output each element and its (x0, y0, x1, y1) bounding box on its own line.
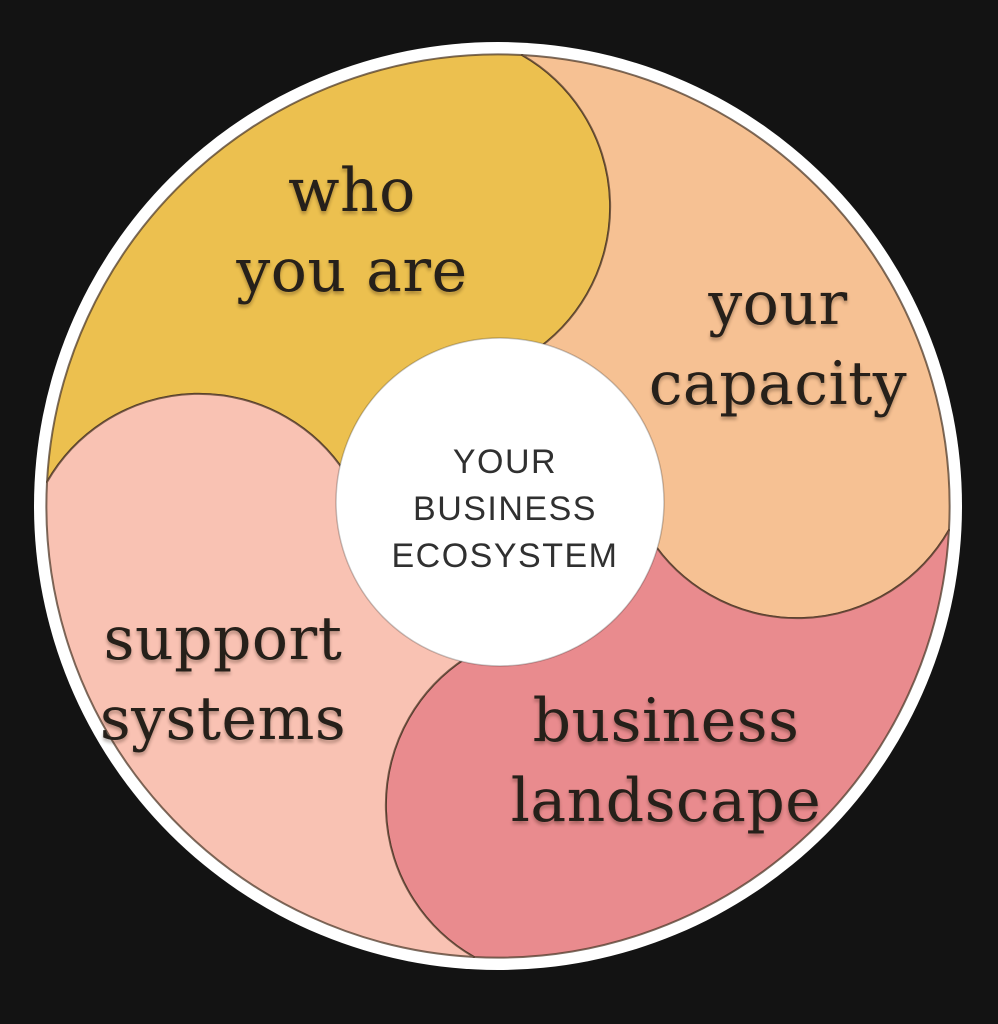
label-line: systems (99, 684, 347, 754)
label-line: your (708, 269, 848, 339)
segment-shape-support-systems (45, 392, 475, 958)
label-line: support (103, 604, 343, 674)
center-title-line: YOUR (452, 443, 558, 481)
label-who-you-are: who you are (236, 151, 467, 311)
label-line: landscape (510, 766, 822, 836)
segments-group (45, 53, 951, 959)
label-support-systems: support systems (100, 599, 346, 759)
label-line: capacity (648, 349, 908, 419)
label-business-landscape: business landscape (511, 681, 822, 841)
center-circle (335, 337, 665, 667)
label-line: who (288, 156, 416, 226)
label-your-capacity: your capacity (649, 264, 907, 424)
center-title-line: ECOSYSTEM (391, 537, 619, 575)
label-line: you are (236, 236, 468, 306)
center-title: YOUR BUSINESS ECOSYSTEM (392, 439, 619, 580)
label-line: business (532, 686, 800, 756)
center-title-line: BUSINESS (413, 490, 597, 528)
